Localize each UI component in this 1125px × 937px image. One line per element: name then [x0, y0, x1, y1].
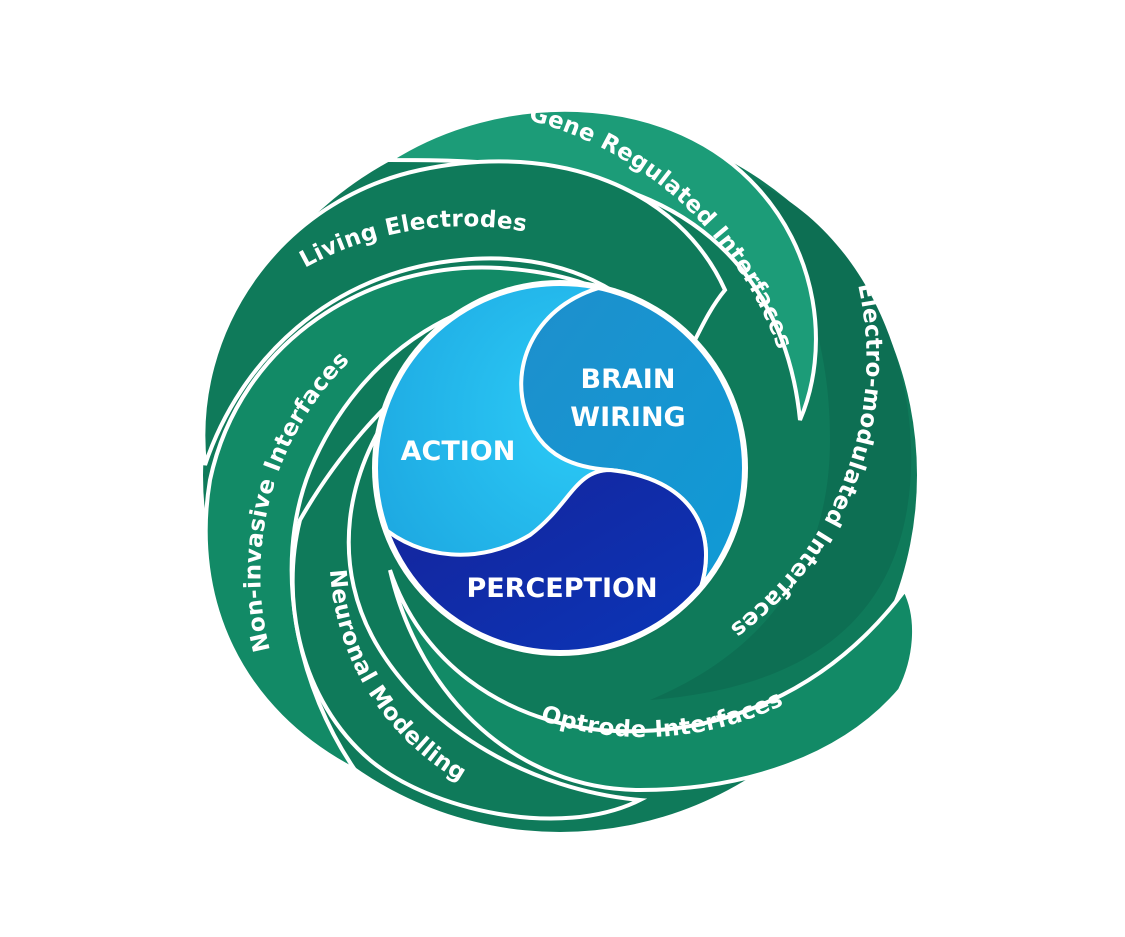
blade-living-electrodes [201, 159, 728, 466]
core-label-wiring: WIRING [570, 402, 685, 433]
blade-non-invasive [203, 265, 601, 772]
blade-electro-modulated [650, 175, 912, 700]
core: ACTION BRAIN WIRING PERCEPTION [372, 280, 748, 656]
core-label-perception: PERCEPTION [466, 573, 657, 604]
core-label-action: ACTION [401, 436, 516, 467]
core-label-brain: BRAIN [581, 364, 676, 395]
core-segment-perception [377, 467, 708, 651]
blade-optrode [388, 569, 916, 793]
